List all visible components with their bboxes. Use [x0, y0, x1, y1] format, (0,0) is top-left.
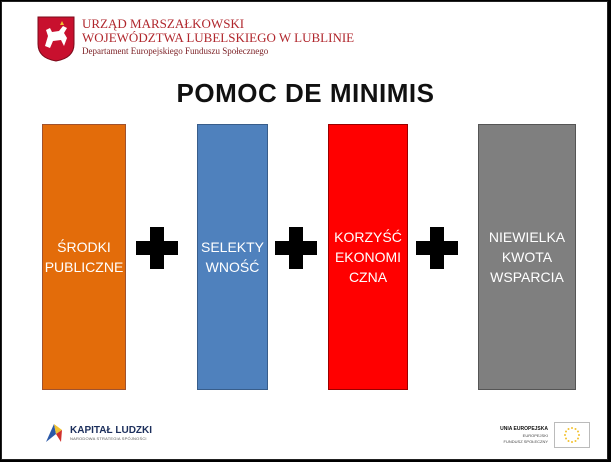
coat-of-arms-logo — [37, 16, 75, 62]
box-4-line-1: NIEWIELKA — [488, 229, 566, 245]
box-3-line-1: KORZYŚĆ — [334, 229, 402, 245]
box-3-line-3: CZNA — [348, 269, 388, 285]
slide-title: POMOC DE MINIMIS — [176, 78, 435, 108]
box-selektywnosc: SELEKTY WNOŚĆ — [197, 124, 268, 390]
kapital-ludzki-title: KAPITAŁ LUDZKI — [70, 424, 153, 436]
region-name-line: WOJEWÓDZTWA LUBELSKIEGO W LUBLINIE — [82, 30, 355, 45]
box-4-line-2: KWOTA — [501, 249, 553, 265]
eu-union-text: UNIA EUROPEJSKA — [500, 425, 548, 432]
box-2-line-1: SELEKTY — [200, 239, 265, 255]
box-niewielka-kwota-wsparcia: NIEWIELKA KWOTA WSPARCIA — [478, 124, 576, 390]
plus-icon — [136, 227, 178, 269]
box-1-line-1: ŚRODKI — [57, 239, 111, 255]
box-korzysc-ekonomiczna: KORZYŚĆ EKONOMI CZNA — [328, 124, 408, 390]
box-3-line-2: EKONOMI — [334, 249, 402, 265]
header-text: URZĄD MARSZAŁKOWSKI WOJEWÓDZTWA LUBELSKI… — [82, 17, 354, 57]
plus-icon — [416, 227, 458, 269]
eu-flag-icon — [554, 422, 590, 448]
box-2-line-2: WNOŚĆ — [205, 259, 260, 275]
box-srodki-publiczne: ŚRODKI PUBLICZNE — [42, 124, 126, 390]
eu-fund-text-2: FUNDUSZ SPOŁECZNY — [503, 438, 548, 444]
department-line: Departament Europejskiego Funduszu Społe… — [82, 46, 269, 56]
kapital-ludzki-subtitle: NARODOWA STRATEGIA SPÓJNOŚCI — [70, 435, 147, 441]
eu-fund-text-1: EUROPEJSKI — [522, 432, 548, 438]
box-1-line-2: PUBLICZNE — [44, 259, 124, 275]
plus-icon — [275, 227, 317, 269]
office-name-line: URZĄD MARSZAŁKOWSKI — [82, 16, 245, 31]
box-4-line-3: WSPARCIA — [490, 269, 564, 285]
kapital-ludzki-emblem-icon — [46, 424, 62, 442]
kapital-ludzki-logo: KAPITAŁ LUDZKI NARODOWA STRATEGIA SPÓJNO… — [44, 422, 152, 444]
eu-logo: UNIA EUROPEJSKA EUROPEJSKI FUNDUSZ SPOŁE… — [500, 422, 590, 448]
